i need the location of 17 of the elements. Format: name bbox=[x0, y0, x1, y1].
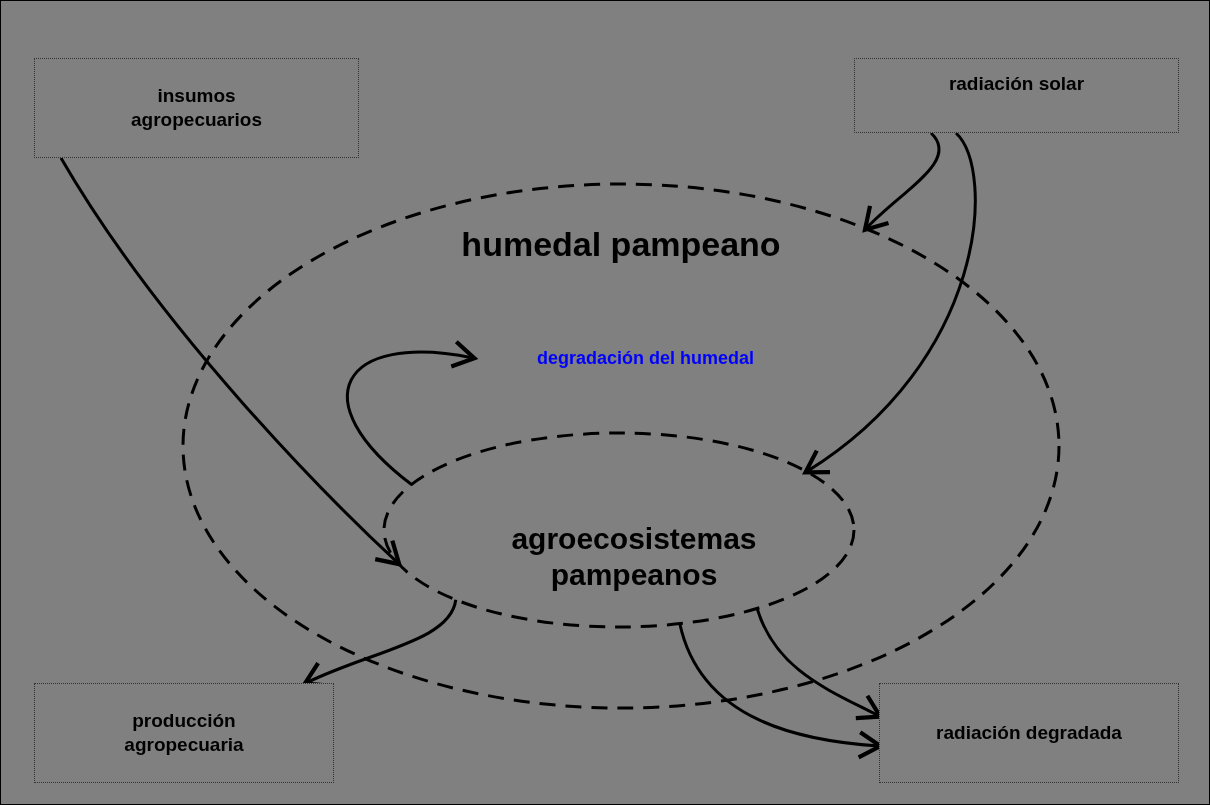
curved-arrow bbox=[862, 132, 941, 232]
curved-arrow bbox=[803, 132, 977, 475]
node-label: radiación degradada bbox=[935, 721, 1123, 745]
node-label: degradación del humedal bbox=[536, 347, 754, 369]
node-label: radiación solar bbox=[947, 71, 1086, 96]
node-label: agroecosistemas pampeanos bbox=[510, 521, 758, 593]
node-label: producción agropecuaria bbox=[123, 709, 245, 757]
text-box bbox=[34, 683, 334, 783]
node-label: humedal pampeano bbox=[460, 224, 782, 265]
curved-arrow bbox=[346, 340, 477, 486]
dashed-ellipse bbox=[183, 184, 1059, 708]
node-label: insumos agropecuarios bbox=[130, 84, 263, 132]
dashed-ellipse bbox=[384, 433, 854, 627]
curved-arrow bbox=[59, 157, 402, 567]
text-box bbox=[854, 58, 1179, 133]
text-box bbox=[879, 683, 1179, 783]
text-box bbox=[34, 58, 359, 158]
